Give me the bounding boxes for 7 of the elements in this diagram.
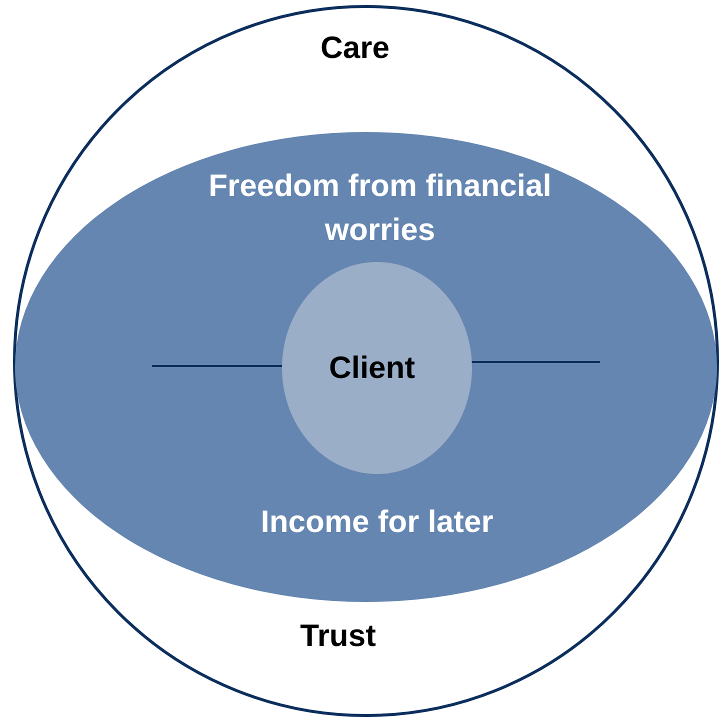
connector-line <box>152 365 282 367</box>
ring-label: Trust <box>300 617 376 655</box>
ring-label: Income for later <box>260 503 494 541</box>
connector-line <box>472 361 600 363</box>
ring-label: Care <box>320 29 390 67</box>
center-label: Client <box>328 349 416 387</box>
ring-label: Freedom from financial worries <box>208 167 552 249</box>
